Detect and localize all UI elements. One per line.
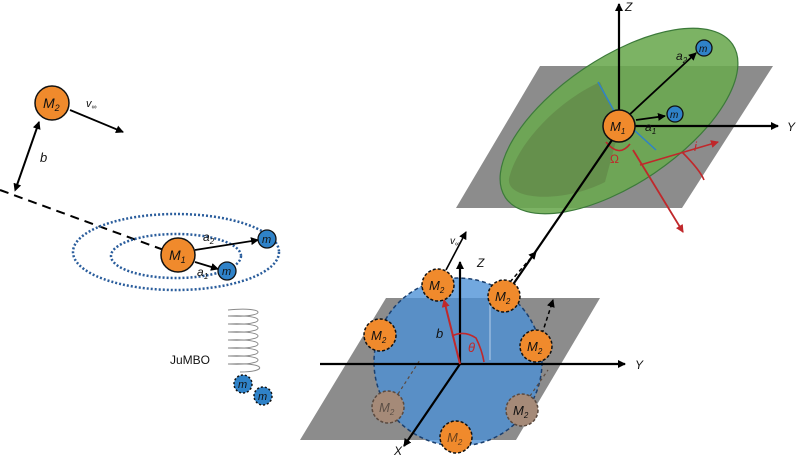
m2-top-label: M2: [429, 278, 445, 295]
a1-label-upper: a1: [645, 120, 656, 136]
m1-label: M1: [169, 247, 186, 265]
inner-orbit: [109, 232, 243, 280]
connector-line: [511, 139, 613, 287]
planet-inner-upper: [666, 105, 684, 123]
impact-parameter-label: b: [40, 150, 47, 165]
a1-label: a1: [197, 265, 208, 281]
star-m2-faded-left: [371, 390, 405, 424]
a2-label: a2: [203, 230, 215, 246]
v-inf-arrow-top: [445, 231, 467, 271]
planet-outer-upper-label: m: [699, 44, 707, 55]
m1-upper-label: M1: [610, 119, 625, 136]
z-axis-lower-label: Z: [476, 256, 485, 270]
jumbo-planet-2: [253, 386, 273, 406]
x-axis-lower: [403, 363, 461, 447]
y-axis-upper-label: Y: [787, 120, 796, 134]
jumbo-spring: [227, 308, 261, 373]
planet-outer: [257, 229, 277, 249]
planet-inner: [217, 261, 237, 281]
m2-faded-left-label: M2: [379, 400, 395, 417]
planet-inner-upper-label: m: [670, 110, 678, 121]
faded-velocity-right: [529, 369, 549, 397]
inclination-label: i: [694, 139, 698, 154]
impact-parameter-arrow: [13, 121, 41, 192]
star-m1-upper: [602, 109, 636, 143]
node-line-b: [633, 129, 657, 151]
y-axis-lower-label: Y: [635, 358, 644, 372]
a2-vector-upper: [627, 52, 697, 117]
impact-sphere: [373, 277, 543, 447]
star-m2-left: [363, 318, 397, 352]
a1-vector: [194, 261, 219, 271]
v-arrow-right: [541, 299, 555, 335]
a2-vector: [194, 237, 259, 251]
star-m2-top: [421, 268, 455, 302]
m2-right-top-label: M2: [495, 289, 511, 306]
outer-orbit: [71, 212, 281, 292]
inclination-ref-vector: [639, 140, 719, 166]
orbit-geometry-panel: Z Y a2 m a1 m i Ω M1: [456, 0, 796, 233]
velocity-label: v∞: [86, 98, 97, 111]
inclination-arc: [681, 151, 705, 181]
planet-outer-label: m: [262, 234, 271, 246]
m2-faded-right-label: M2: [513, 403, 529, 420]
x-axis-lower-label: X: [393, 444, 403, 458]
star-m1: [160, 237, 196, 273]
jumbo-planet-1-label: m: [238, 379, 247, 391]
a1-vector-upper: [635, 112, 666, 121]
star-m2-right: [519, 329, 553, 363]
planet-outer-upper: [695, 39, 713, 57]
impact-vector: [441, 299, 461, 365]
m2-right-label: M2: [527, 339, 543, 356]
m2-bottom-label: M2: [447, 430, 463, 447]
jumbo-planet-2-label: m: [258, 391, 267, 403]
star-m2-faded-right: [505, 393, 539, 427]
v-inf-label-top: v∞: [450, 236, 460, 248]
impact-vector-label: b: [436, 326, 443, 341]
orbit-normal-vector: [632, 149, 684, 233]
velocity-arrow: [69, 109, 124, 134]
planet-inner-label: m: [222, 266, 231, 278]
jumbo-label: JuMBO: [170, 353, 210, 367]
jumbo-planet-1: [233, 374, 253, 394]
star-m2-bottom: [439, 420, 473, 454]
left-panel: b M2 v∞ M1 a2 m a1 m JuMBO m m: [0, 85, 281, 406]
approach-dashed-line: [0, 189, 173, 254]
star-m2-incoming: [34, 85, 70, 121]
m2-left-label: M2: [371, 328, 387, 345]
scattering-panel: M2 M2 Y Z X b θ v∞ M2 M2 M2 M2 M2: [300, 231, 644, 458]
star-m2-right-top: [487, 279, 521, 313]
m2-label: M2: [43, 95, 60, 113]
a2-label-upper: a2: [676, 49, 688, 65]
omega-label: Ω: [610, 152, 619, 166]
z-axis-upper-label: Z: [624, 0, 633, 14]
theta-arc: [451, 332, 485, 363]
theta-label: θ: [468, 340, 475, 355]
faded-velocity-left: [397, 359, 421, 395]
